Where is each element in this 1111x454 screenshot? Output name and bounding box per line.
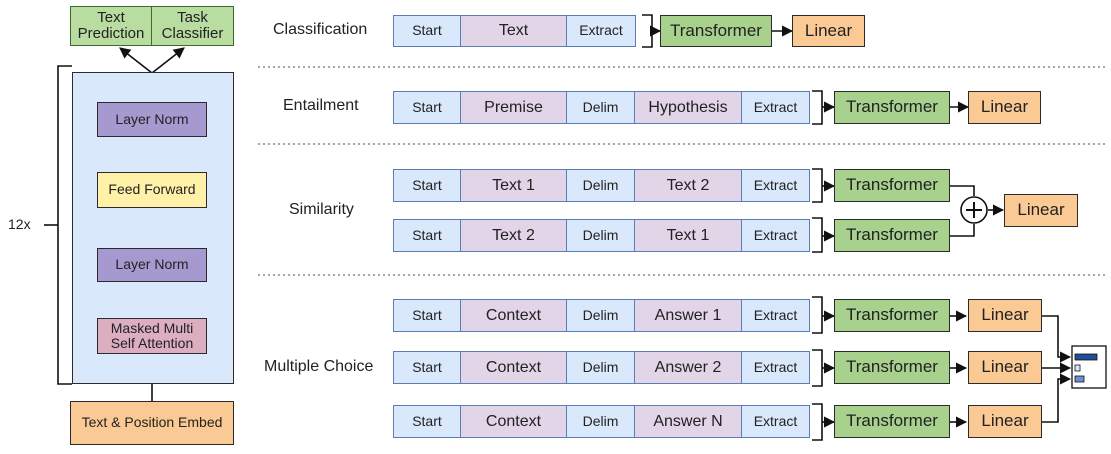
softmax-bars-icon [1071,345,1107,389]
token-text-2: Text 2 [461,220,567,251]
linear-mc-2: Linear [968,351,1042,384]
linear-similarity: Linear [1004,194,1078,227]
token-start: Start [394,92,461,123]
token-extract: Extract [753,412,798,429]
repeat-label: 12x [8,216,31,232]
token-text-2: Text 2 [635,170,742,201]
token-start: Start [394,406,461,437]
masked-self-attention: Masked Multi Self Attention [97,318,207,354]
linear-mc-3: Linear [968,405,1042,438]
text-position-embed: Text & Position Embed [70,401,234,445]
token-start: Start [394,170,461,201]
token-context: Context [461,352,567,383]
token-context: Context [461,300,567,331]
transformer-mc-2: Transformer [834,351,950,384]
transformer-entailment: Transformer [834,91,950,124]
token-delim: Delim [567,220,635,251]
token-context: Context [461,406,567,437]
token-extract: Extract [753,176,798,193]
transformer-similarity-2: Transformer [834,219,950,252]
token-start: Start [394,16,461,46]
task-label-multiple-choice: Multiple Choice [264,358,374,375]
token-answer-1: Answer 1 [635,300,742,331]
token-row-mc-2: Start Context Delim Answer 2 Extract [393,351,810,384]
token-answer-n: Answer N [635,406,742,437]
token-text: Text [461,16,567,46]
transformer-similarity-1: Transformer [834,169,950,202]
token-start: Start [394,220,461,251]
token-row-entailment: Start Premise Delim Hypothesis Extract [393,91,810,124]
transformer-mc-1: Transformer [834,299,950,332]
task-label-classification: Classification [273,21,368,38]
token-extract: Extract [753,306,798,323]
token-extract: Extract [579,22,623,39]
layer-norm-bottom: Layer Norm [97,248,207,282]
token-start: Start [394,352,461,383]
linear-entailment: Linear [968,91,1041,124]
token-delim: Delim [567,352,635,383]
transformer-mc-3: Transformer [834,405,950,438]
output-text-prediction: Text Prediction [70,6,152,46]
output-task-classifier: Task Classifier [151,6,234,46]
token-delim: Delim [567,92,635,123]
linear-classification: Linear [792,15,865,47]
layer-norm-top: Layer Norm [97,102,207,137]
token-delim: Delim [567,300,635,331]
token-text-1: Text 1 [635,220,742,251]
task-label-similarity: Similarity [289,201,354,218]
token-extract: Extract [753,98,798,115]
token-start: Start [394,300,461,331]
token-row-classification: Start Text Extract [393,15,636,47]
feed-forward: Feed Forward [97,172,207,208]
token-row-mc-3: Start Context Delim Answer N Extract [393,405,810,438]
token-premise: Premise [461,92,567,123]
token-delim: Delim [567,406,635,437]
token-answer-2: Answer 2 [635,352,742,383]
task-label-entailment: Entailment [283,97,359,114]
token-extract: Extract [753,226,798,243]
token-row-mc-1: Start Context Delim Answer 1 Extract [393,299,810,332]
token-extract: Extract [753,358,798,375]
token-row-similarity-1: Start Text 1 Delim Text 2 Extract [393,169,810,202]
transformer-classification: Transformer [660,15,772,47]
token-delim: Delim [567,170,635,201]
token-text-1: Text 1 [461,170,567,201]
token-row-similarity-2: Start Text 2 Delim Text 1 Extract [393,219,810,252]
token-hypothesis: Hypothesis [635,92,742,123]
linear-mc-1: Linear [968,299,1042,332]
